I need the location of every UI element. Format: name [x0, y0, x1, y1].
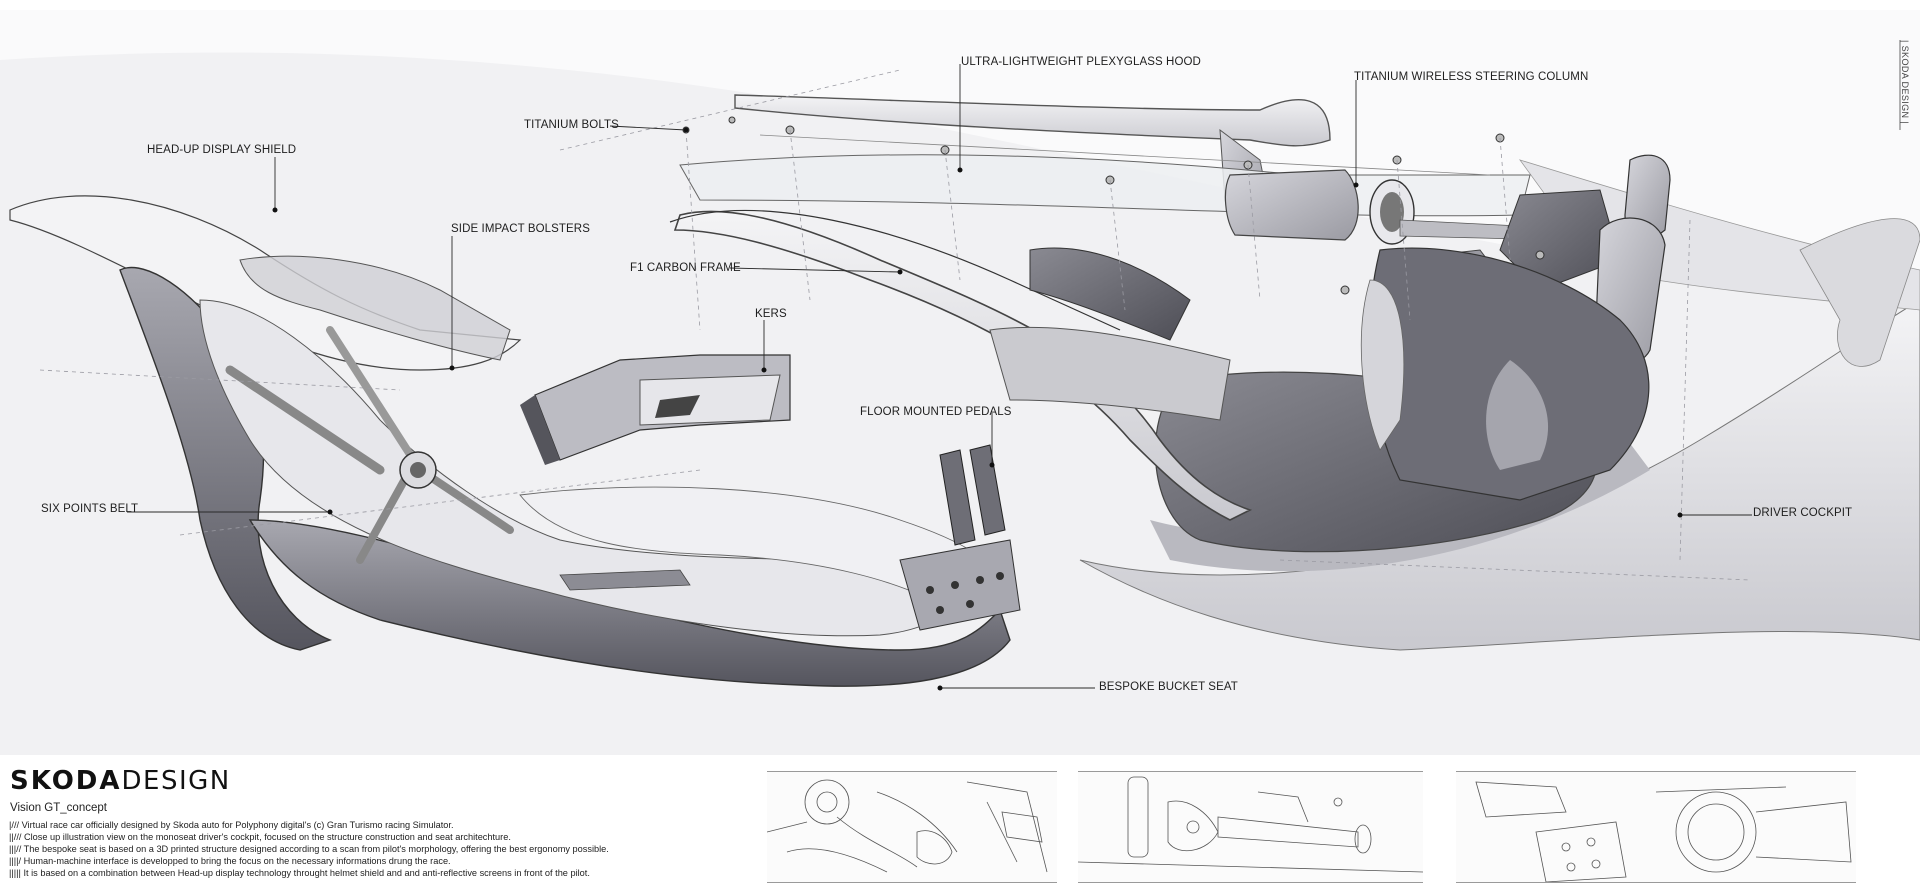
brand-logo: SKODADESIGN	[10, 766, 231, 796]
label-pedals: FLOOR MOUNTED PEDALS	[860, 406, 1012, 418]
callout-dots	[272, 127, 1683, 691]
cockpit-tub	[1360, 247, 1650, 501]
floor-pedals	[899, 444, 1021, 631]
thumbnail-steering-column	[1078, 771, 1423, 883]
label-kers: KERS	[755, 308, 787, 320]
description-line: ||||| It is based on a combination betwe…	[9, 868, 590, 878]
label-six-points-belt: SIX POINTS BELT	[41, 503, 139, 515]
callout-lines	[127, 64, 1752, 689]
hud-shield	[9, 195, 522, 371]
description-line: ||||/ Human-machine interface is develop…	[9, 856, 451, 866]
description-line: |/// Virtual race car officially designe…	[9, 820, 454, 830]
six-points-belt	[225, 326, 514, 564]
label-driver-cockpit: DRIVER COCKPIT	[1753, 507, 1853, 519]
label-steering-column: TITANIUM WIRELESS STEERING COLUMN	[1354, 71, 1589, 83]
label-hud-shield: HEAD-UP DISPLAY SHIELD	[147, 144, 297, 156]
carbon-frame	[669, 209, 1253, 521]
bucket-seat	[119, 266, 1011, 687]
construction-lines	[39, 69, 1751, 581]
project-subtitle: Vision GT_concept	[10, 802, 107, 814]
thumbnail-wheel-hub	[1456, 771, 1856, 883]
label-titanium-bolts: TITANIUM BOLTS	[524, 119, 619, 131]
label-bucket-seat: BESPOKE BUCKET SEAT	[1099, 681, 1238, 693]
thumbnail-driver-hands	[767, 771, 1057, 883]
brand-part2: DESIGN	[121, 766, 231, 796]
label-carbon-frame: F1 CARBON FRAME	[630, 262, 741, 274]
description-line: |||// The bespoke seat is based on a 3D …	[9, 844, 609, 854]
side-design-tag: | SKODA DESIGN |	[1900, 40, 1910, 125]
description-line: ||/// Close up illustration view on the …	[9, 832, 511, 842]
kers-module	[520, 354, 791, 465]
brand-part1: SKODA	[10, 766, 122, 796]
label-hood: ULTRA-LIGHTWEIGHT PLEXYGLASS HOOD	[961, 56, 1201, 68]
label-side-bolsters: SIDE IMPACT BOLSTERS	[451, 223, 590, 235]
